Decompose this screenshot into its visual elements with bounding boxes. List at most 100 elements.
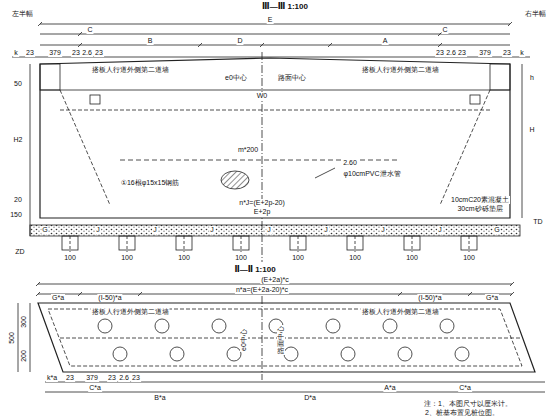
drawing-label: J — [266, 226, 272, 234]
plan-outline — [38, 303, 535, 372]
drawing-label: 20 — [13, 196, 23, 204]
drawing-label: 23 — [502, 49, 512, 57]
pile-axis — [469, 236, 470, 252]
drawing-label: 379 — [48, 49, 62, 57]
pile-axis — [127, 236, 128, 252]
drawing-label: 379 — [85, 374, 99, 382]
pile-circle — [284, 347, 298, 361]
drawing-label: 搭板人行道外侧第二道墙 — [91, 308, 170, 316]
pile-circle — [383, 319, 397, 333]
drawing-label: D — [236, 37, 243, 45]
pile-axis — [241, 236, 242, 252]
drawing-label: (I-50)*a — [97, 294, 122, 302]
drawing-label: 2.6 — [81, 49, 93, 57]
drawing-label: A*a — [383, 384, 396, 392]
pile-axis — [184, 236, 185, 252]
drawing-label: 搭板人行道外侧第二道墙 — [91, 66, 170, 74]
dimension-tick — [260, 43, 264, 47]
drawing-label: 379 — [478, 49, 492, 57]
drawing-label: 23 — [435, 49, 445, 57]
drawing-label: 100 — [348, 254, 362, 262]
drawing-label: k — [519, 49, 525, 57]
section-ii — [18, 284, 545, 392]
drawing-label: W0 — [256, 92, 269, 100]
dimension-tick — [138, 292, 142, 296]
wing-wall — [440, 90, 490, 205]
pile-plan — [98, 319, 469, 361]
drawing-label: 注：1、本图尺寸以厘米计。 — [423, 400, 513, 408]
pile-row — [62, 236, 477, 252]
leader-line — [315, 168, 335, 178]
pile-circle — [440, 319, 454, 333]
dimension-line — [30, 303, 31, 372]
drawing-label: 23 — [71, 49, 81, 57]
drawing-label: TD — [532, 218, 543, 226]
drawing-label: G*a — [51, 294, 65, 302]
dimension-tick — [328, 43, 332, 47]
drawing-label: C — [441, 26, 448, 34]
drawing-label: 左半幅 — [11, 10, 34, 18]
pile-circle — [155, 319, 169, 333]
drawing-label: 23 — [94, 49, 104, 57]
drawing-label: 10cmC20素混凝土 — [450, 196, 510, 204]
drawing-label: φ10cmPVC泄水管 — [342, 170, 401, 178]
center-line — [262, 296, 263, 380]
drawing-label: J — [323, 226, 329, 234]
gravel-bedding — [30, 225, 520, 236]
drawing-label: 150 — [9, 211, 23, 219]
drawing-label: 100 — [291, 254, 305, 262]
dimension-tick — [198, 43, 202, 47]
drawing-label: E — [267, 16, 274, 24]
drawing-label: 23 — [457, 49, 467, 57]
drawing-label: 2.60 — [342, 159, 358, 167]
drawing-label: B*a — [153, 394, 166, 402]
dimension-line — [522, 64, 523, 218]
drawing-label: A — [382, 37, 389, 45]
drawing-label: B — [147, 37, 154, 45]
drawing-label: C*a — [88, 384, 102, 392]
rebar-outline — [48, 309, 522, 366]
drawing-label: n*J=(E+2p-20) — [238, 199, 286, 207]
rebar-line — [60, 110, 490, 111]
dimension-line — [18, 303, 19, 372]
pile-axis — [412, 236, 413, 252]
pile-circle — [455, 347, 469, 361]
drawing-label: 路面中心 — [277, 325, 285, 355]
dimension-line — [30, 64, 31, 236]
drawing-label: 右半幅 — [524, 10, 547, 18]
drawing-label: m*200 — [237, 146, 259, 154]
drawing-label: 100 — [405, 254, 419, 262]
dimension-tick — [508, 22, 512, 26]
drawing-label: 23 — [131, 374, 141, 382]
drawing-label: 23 — [25, 49, 35, 57]
drawing-label: ZD — [14, 248, 25, 256]
drawing-label: H2 — [13, 136, 24, 144]
wing-wall — [60, 90, 110, 205]
dimension-line — [40, 24, 510, 25]
drawing-label: e0中心 — [240, 328, 248, 352]
pile-circle — [212, 319, 226, 333]
deck-line — [40, 90, 510, 91]
drawing-label: Ⅲ—Ⅲ 1:100 — [261, 3, 309, 11]
dimension-tick — [38, 22, 42, 26]
drawing-label: J — [152, 226, 158, 234]
drawing-label: k*a — [46, 374, 58, 382]
drawing-label: 30cm砂砾垫层 — [456, 205, 503, 213]
drawing-label: n*a=(E+2a-20)*c — [235, 286, 289, 294]
drawing-label: G — [493, 226, 500, 234]
dimension-tick — [36, 282, 40, 286]
drawing-label: k — [13, 49, 19, 57]
drawing-label: 200 — [20, 349, 28, 363]
dimension-tick — [398, 292, 402, 296]
pile-circle — [170, 347, 184, 361]
drawing-label: (E+2a)*c — [260, 276, 289, 284]
drawing-label: D*a — [303, 394, 317, 402]
drawing-label: C*a — [458, 384, 472, 392]
rebar-line — [60, 338, 520, 339]
drawing-label: h — [529, 74, 535, 82]
pile-axis — [355, 236, 356, 252]
dimension-tick — [36, 292, 40, 296]
pile-circle — [326, 319, 340, 333]
pile-axis — [70, 236, 71, 252]
drawing-label: G — [41, 226, 48, 234]
